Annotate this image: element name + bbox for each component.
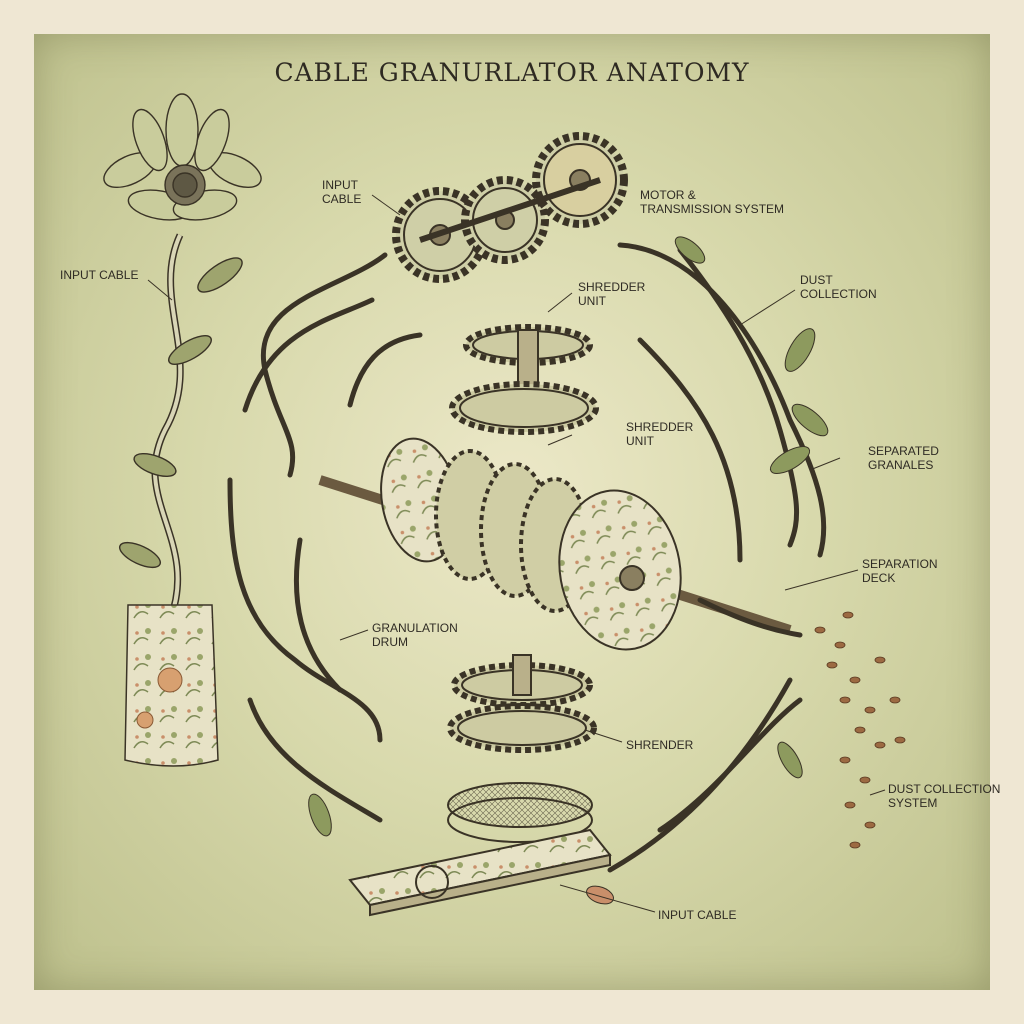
label-input-cable-bottom: INPUT CABLE (658, 908, 737, 922)
floral-bag (124, 604, 219, 767)
separation-tray (348, 782, 612, 917)
flower-illustration (103, 93, 262, 622)
label-input-cable-left: INPUT CABLE (60, 268, 139, 282)
motor-gears (392, 132, 628, 283)
shredder-unit-bottom (447, 654, 597, 753)
diagram-title: CABLE GRANURLATOR ANATOMY (274, 58, 750, 87)
label-shrender: SHRENDER (626, 738, 694, 752)
vine-leaves (308, 236, 829, 905)
granules (814, 611, 906, 849)
label-motor-transmission: MOTOR &TRANSMISSION SYSTEM (640, 188, 785, 216)
shredder-unit-top (449, 324, 599, 435)
leader-lines (147, 194, 886, 913)
vine-cables (227, 242, 827, 873)
